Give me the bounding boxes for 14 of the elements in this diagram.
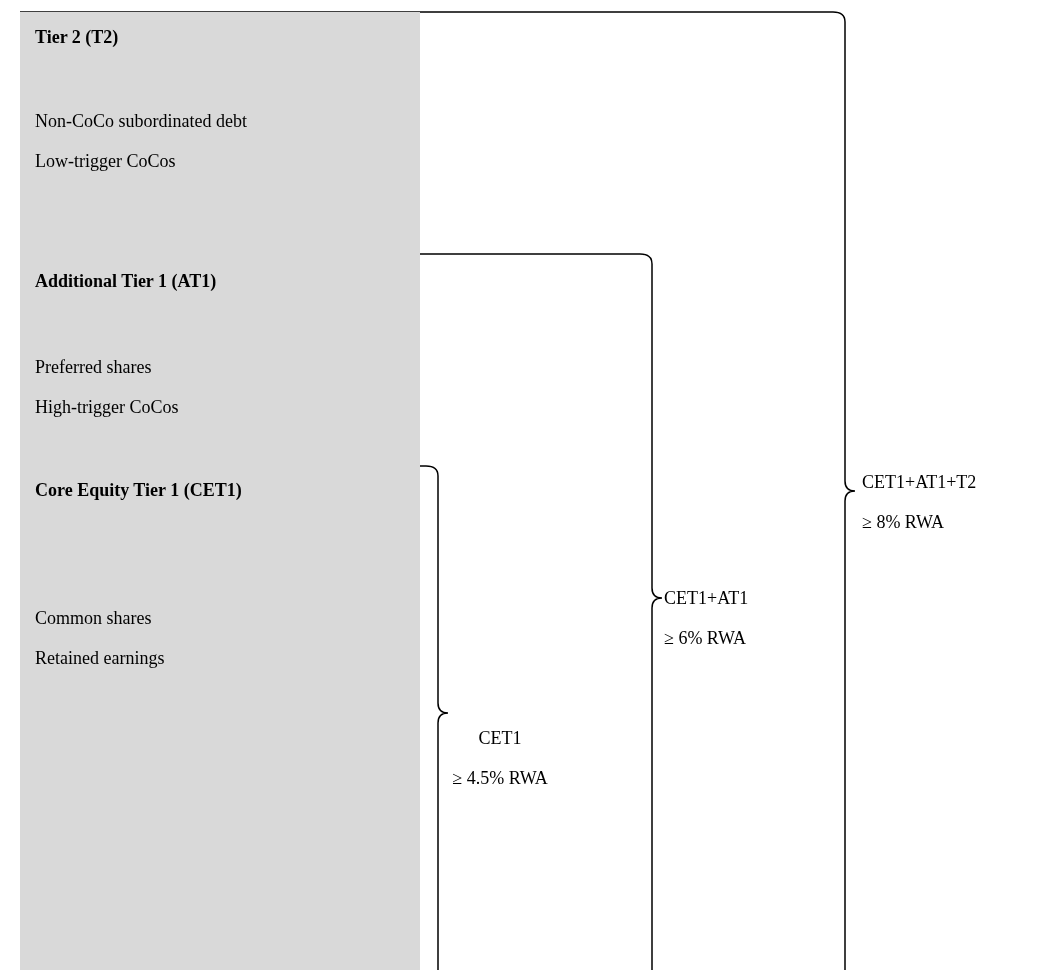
instrument-text: Retained earnings: [35, 647, 165, 669]
tier-heading: Core Equity Tier 1 (CET1): [35, 479, 242, 501]
capital-tier-band: [20, 12, 420, 254]
tier-heading: Tier 2 (T2): [35, 26, 119, 48]
instrument-text: Non-CoCo subordinated debt: [35, 110, 247, 132]
instrument-text: High-trigger CoCos: [35, 396, 179, 418]
tier-heading: Additional Tier 1 (AT1): [35, 270, 217, 292]
capital-tier-band: [20, 466, 420, 970]
requirement-label: CET1 ≥ 4.5% RWA: [451, 727, 549, 790]
requirement-label: CET1+AT1 ≥ 6% RWA: [664, 587, 750, 650]
instrument-text: Low-trigger CoCos: [35, 150, 176, 172]
instrument-text: Preferred shares: [35, 356, 152, 378]
instrument-text: Common shares: [35, 607, 152, 629]
requirement-label: CET1+AT1+T2 ≥ 8% RWA: [862, 471, 978, 534]
